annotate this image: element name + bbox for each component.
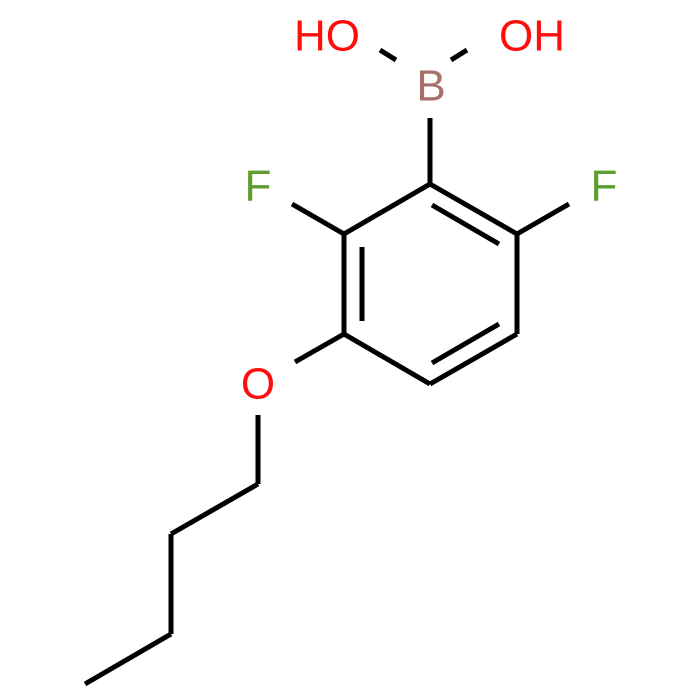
- label-fluorine-left: F: [245, 162, 272, 211]
- bond-c6-f-right: [515, 201, 571, 237]
- bond-b-o-right: [449, 47, 469, 63]
- bond-c2-f-left: [290, 201, 346, 237]
- bond-ring-inner-c1-c6: [430, 202, 501, 247]
- bond-lines: [83, 47, 571, 687]
- label-boron: B: [416, 62, 445, 111]
- label-ether-oxygen: O: [241, 360, 275, 409]
- label-hydroxyl-right: OH: [499, 12, 565, 61]
- bond-ring-c1-c2: [342, 181, 432, 237]
- bond-ring-inner-c4-c5: [430, 321, 501, 366]
- bond-chain3-chain4: [83, 631, 173, 687]
- bond-ring-c6-c1: [428, 181, 519, 237]
- atom-labels: HO OH B F F O: [241, 12, 618, 409]
- bond-ring-c3-c4: [342, 331, 432, 387]
- bond-chain1-chain2: [169, 481, 260, 537]
- bond-b-o-left: [378, 47, 398, 63]
- label-hydroxyl-left: HO: [294, 12, 360, 61]
- bond-c3-o: [293, 331, 346, 365]
- bond-ring-c4-c5: [428, 331, 519, 387]
- label-fluorine-right: F: [591, 162, 618, 211]
